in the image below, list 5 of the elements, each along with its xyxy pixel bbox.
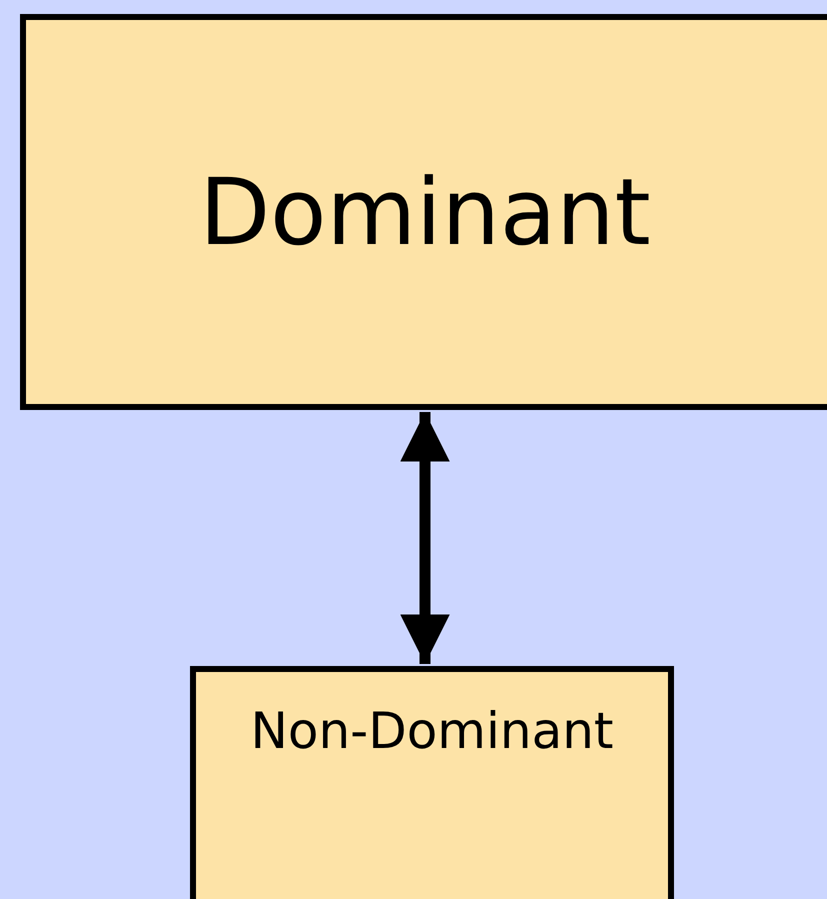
process-box (190, 666, 674, 899)
node-label: Dominant (199, 158, 651, 266)
process-box (20, 14, 827, 410)
double-arrow (400, 412, 450, 664)
node-label: Non-Dominant (250, 702, 614, 760)
